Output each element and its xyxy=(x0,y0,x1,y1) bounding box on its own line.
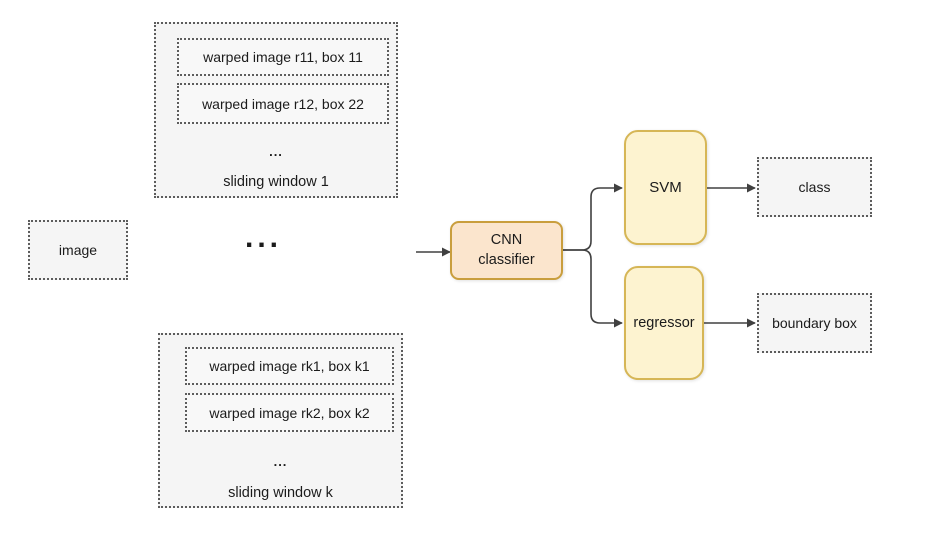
warped-image-rk2-label: warped image rk2, box k2 xyxy=(209,404,370,421)
boundary-box-output-label: boundary box xyxy=(772,315,857,331)
cnn-classifier-label-line2: classifier xyxy=(478,251,535,268)
boundary-box-output-node: boundary box xyxy=(757,293,872,353)
regressor-node: regressor xyxy=(624,266,704,380)
warped-image-r12-node: warped image r12, box 22 xyxy=(177,83,389,124)
sliding-window-1-ellipsis: ... xyxy=(269,144,283,159)
warped-image-rk1-label: warped image rk1, box k1 xyxy=(209,358,370,374)
image-node: image xyxy=(28,220,128,280)
sliding-window-k-group: warped image rk1, box k1 warped image rk… xyxy=(158,333,403,508)
class-output-node: class xyxy=(757,157,872,217)
svm-label: SVM xyxy=(649,179,682,196)
warped-image-rk2-node: warped image rk2, box k2 xyxy=(185,393,394,432)
warped-image-r12-label: warped image r12, box 22 xyxy=(202,95,364,112)
arrow-cnn-to-regressor xyxy=(563,249,623,328)
warped-image-rk1-node: warped image rk1, box k1 xyxy=(185,347,394,385)
image-node-label: image xyxy=(58,242,98,258)
windows-ellipsis: ... xyxy=(245,221,283,254)
cnn-classifier-node: CNN classifier xyxy=(450,221,563,280)
sliding-window-k-ellipsis: ... xyxy=(273,454,288,469)
sliding-window-k-label: sliding window k xyxy=(228,485,333,501)
cnn-classifier-label-line1: CNN xyxy=(490,231,523,248)
sliding-window-1-group: warped image r11, box 11 warped image r1… xyxy=(154,22,398,198)
arrow-cnn-to-svm xyxy=(563,183,623,251)
sliding-window-1-label: sliding window 1 xyxy=(223,174,329,190)
warped-image-r11-label: warped image r11, box 11 xyxy=(203,49,363,65)
svm-node: SVM xyxy=(624,130,707,245)
regressor-label: regressor xyxy=(633,315,695,331)
warped-image-r11-node: warped image r11, box 11 xyxy=(177,38,389,76)
class-output-label: class xyxy=(798,179,831,195)
